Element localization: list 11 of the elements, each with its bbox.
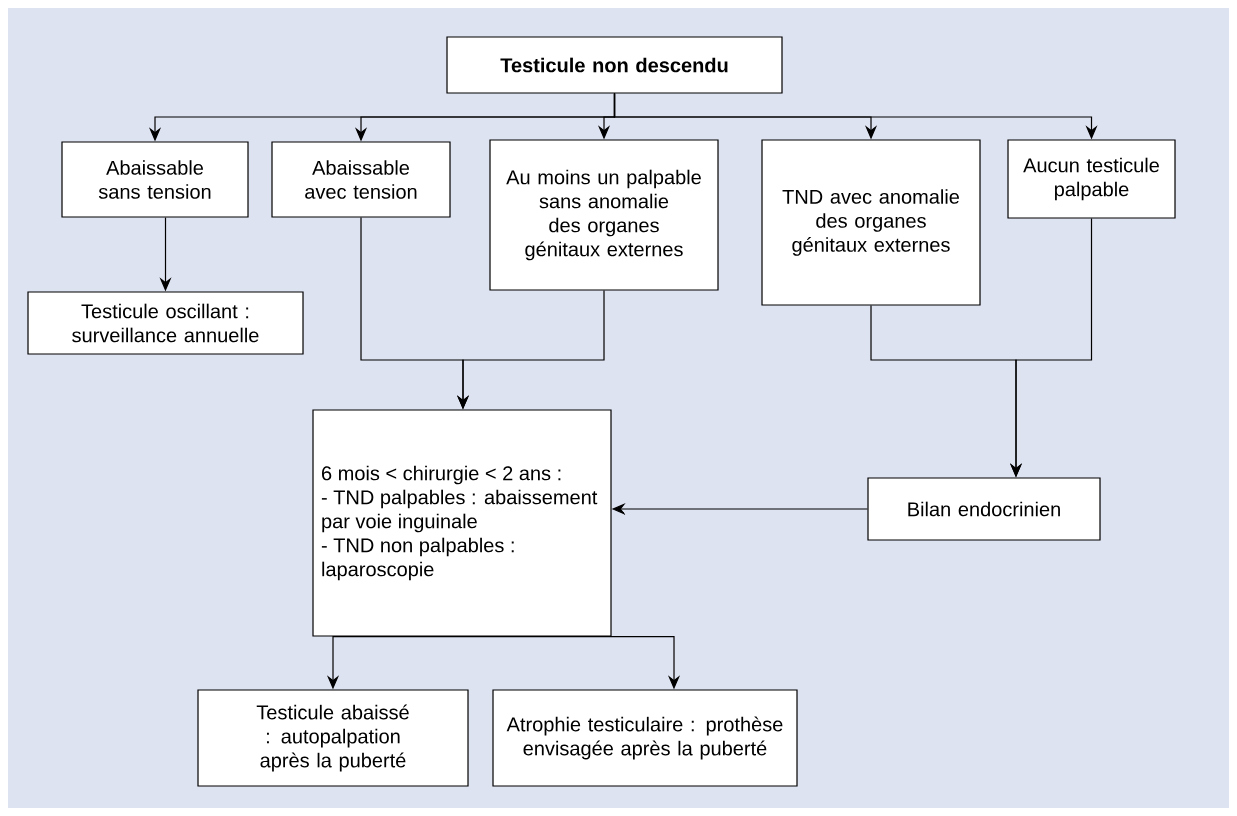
- process-box: Bilan endocrinien: [867, 477, 1101, 541]
- process-box: Atrophie testiculaire : prothèse envisagée après la puberté: [492, 689, 798, 787]
- process-box: Testicule oscillant : surveillance annuelle: [27, 291, 304, 355]
- process-box: Au moins un palpable sans anomalie des organes génitaux externes: [489, 139, 719, 291]
- process-box: Abaissable avec tension: [271, 141, 451, 218]
- process-box: Testicule abaissé : autopalpation après la puberté: [197, 689, 469, 787]
- title-box: Testicule non descendu: [446, 36, 783, 94]
- process-box: Abaissable sans tension: [61, 141, 249, 218]
- process-box: TND avec anomalie des organes génitaux externes: [761, 139, 981, 306]
- process-box: 6 mois < chirurgie < 2 ans : - TND palpables : abaissement par voie inguinale - TND non palpables : laparoscopie: [312, 409, 612, 637]
- process-box: Aucun testicule palpable: [1007, 139, 1176, 219]
